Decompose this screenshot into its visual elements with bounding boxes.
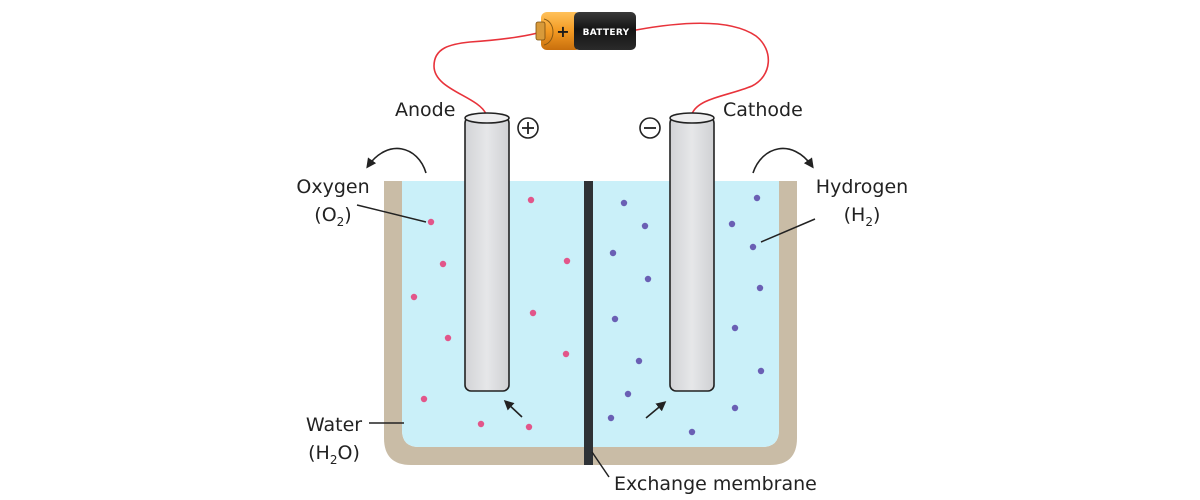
curved-arrow-icon xyxy=(752,147,814,174)
battery-plus: + xyxy=(556,22,569,41)
oxygen-bubble xyxy=(529,309,537,317)
hydrogen-formula-sub: 2 xyxy=(865,215,873,229)
water-formula-close: O) xyxy=(337,442,359,464)
minus-circle-icon xyxy=(639,117,661,139)
wire-cathode xyxy=(635,22,770,115)
water-label: Water xyxy=(306,414,362,436)
hydrogen-bubble xyxy=(624,390,632,398)
hydrogen-bubble xyxy=(757,367,765,375)
hydrogen-bubble xyxy=(611,315,619,323)
hydrogen-formula-open: (H xyxy=(844,204,866,226)
oxygen-bubble xyxy=(427,218,435,226)
oxygen-bubbles xyxy=(410,196,571,431)
hydrogen-bubble xyxy=(749,243,757,251)
cathode-electrode xyxy=(669,112,715,392)
oxygen-bubble xyxy=(562,350,570,358)
curved-arrow-icon xyxy=(366,147,427,174)
water-formula-sub: 2 xyxy=(330,453,338,467)
hydrogen-bubble xyxy=(688,428,696,436)
cathode-label: Cathode xyxy=(723,99,803,121)
oxygen-label: Oxygen xyxy=(296,176,369,198)
hydrogen-bubbles xyxy=(607,194,765,436)
diagonal-arrow-icon xyxy=(503,399,523,418)
oxygen-formula-open: (O xyxy=(314,204,336,226)
hydrogen-bubble xyxy=(620,199,628,207)
battery-body xyxy=(574,12,636,50)
oxygen-bubble xyxy=(444,334,452,342)
oxygen-bubble xyxy=(439,260,447,268)
oxygen-bubble xyxy=(563,257,571,265)
hydrogen-bubble xyxy=(756,284,764,292)
hydrogen-bubble xyxy=(644,275,652,283)
water-formula: (H2O) xyxy=(308,442,360,467)
membrane-leader xyxy=(591,451,610,478)
oxygen-bubble xyxy=(525,423,533,431)
hydrogen-formula-close: ) xyxy=(873,204,880,226)
hydrogen-bubble xyxy=(731,404,739,412)
oxygen-bubble xyxy=(410,293,418,301)
hydrogen-formula: (H2) xyxy=(844,204,881,229)
exchange-membrane xyxy=(584,181,593,465)
hydrogen-bubble xyxy=(607,414,615,422)
oxygen-bubble xyxy=(527,196,535,204)
oxygen-formula-sub: 2 xyxy=(337,215,345,229)
anode-electrode xyxy=(464,112,510,392)
oxygen-formula-close: ) xyxy=(344,204,351,226)
hydrogen-bubble xyxy=(635,357,643,365)
hydrogen-bubble xyxy=(609,249,617,257)
hydrogen-leader xyxy=(760,218,816,243)
membrane-label: Exchange membrane xyxy=(614,473,817,495)
wires xyxy=(433,22,770,115)
anode-label: Anode xyxy=(395,99,455,121)
oxygen-formula: (O2) xyxy=(314,204,351,229)
hydrogen-bubble xyxy=(731,324,739,332)
plus-circle-icon xyxy=(517,117,539,139)
battery-label: BATTERY xyxy=(583,28,630,38)
diagonal-arrow-icon xyxy=(645,401,667,419)
water-formula-open: (H xyxy=(308,442,330,464)
hydrogen-bubble xyxy=(728,220,736,228)
oxygen-bubble xyxy=(420,395,428,403)
hydrogen-bubble xyxy=(641,222,649,230)
battery-terminal xyxy=(535,21,546,41)
hydrogen-label: Hydrogen xyxy=(816,176,908,198)
hydrogen-bubble xyxy=(753,194,761,202)
oxygen-leader xyxy=(356,204,427,223)
leader-lines xyxy=(356,204,816,478)
oxygen-bubble xyxy=(477,420,485,428)
wire-anode xyxy=(433,29,549,115)
battery: + BATTERY xyxy=(535,12,636,50)
